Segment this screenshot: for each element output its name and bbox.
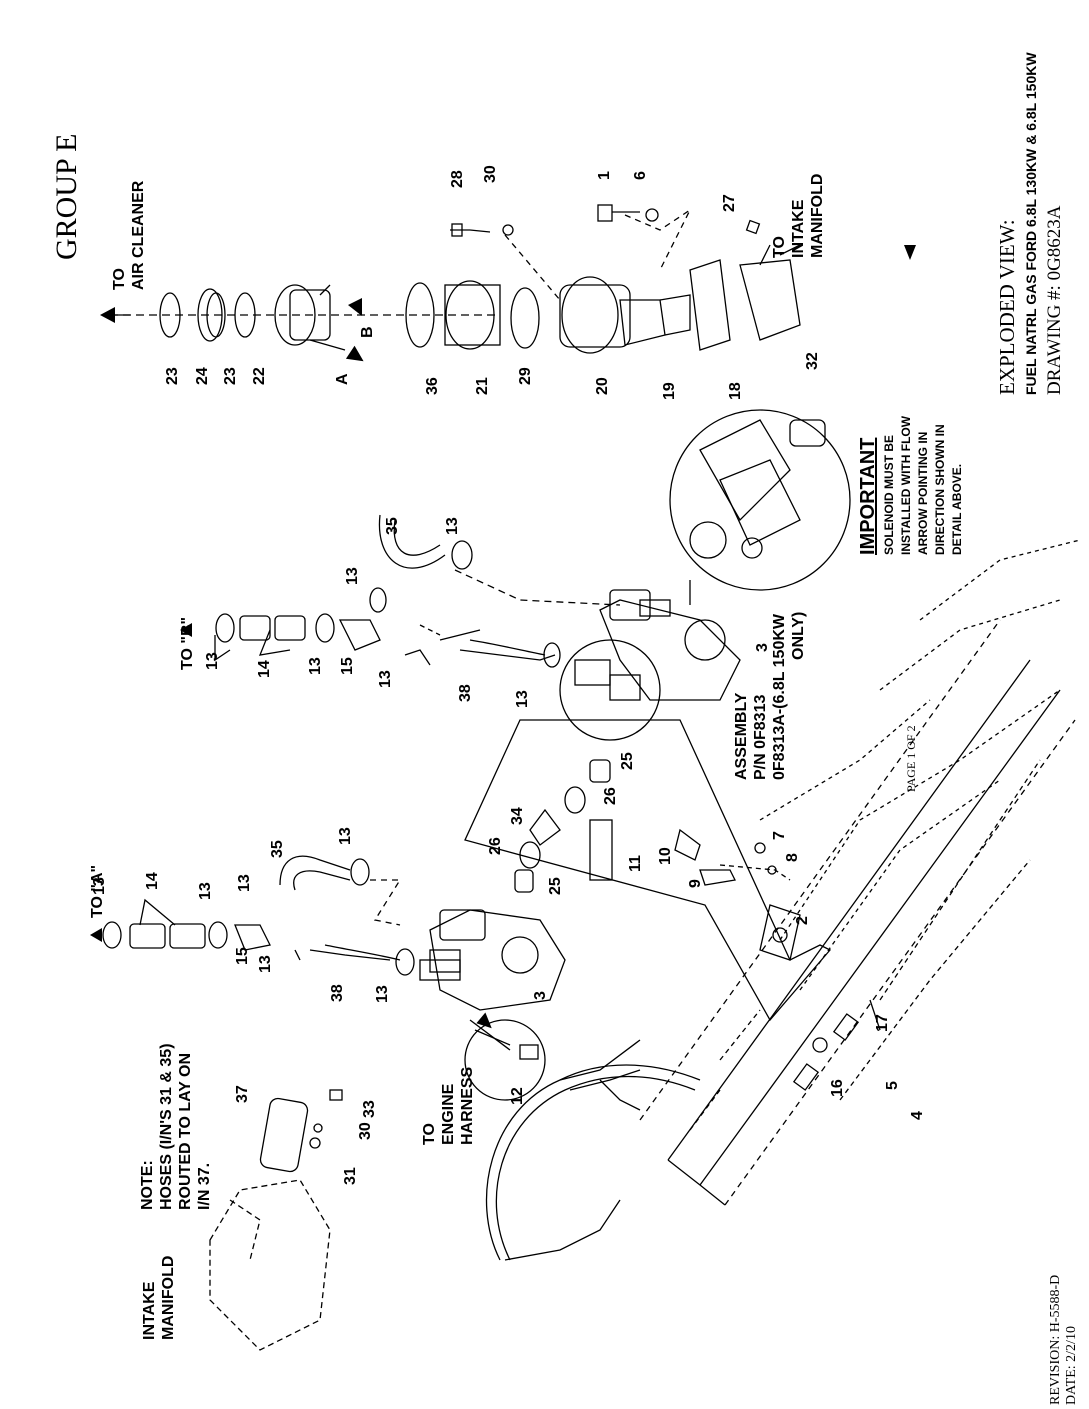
revision-date: DATE: 2/2/10 (1064, 1326, 1079, 1405)
point-b-label: B (359, 326, 376, 338)
part-number-label: 20 (594, 377, 611, 395)
part-number-label: 25 (619, 752, 636, 770)
part-number-label: 25 (547, 877, 564, 895)
part-number-label: 28 (449, 170, 466, 188)
part-number-label: 34 (509, 807, 526, 825)
part-number-label: 31 (342, 1167, 359, 1185)
part-number-label: 24 (194, 367, 211, 385)
part-number-label: 13 (197, 882, 214, 900)
part-number-label: 21 (474, 377, 491, 395)
revision: REVISION: H-5588-D (1048, 1274, 1063, 1405)
view-description: FUEL NATRL GAS FORD 6.8L 130KW & 6.8L 15… (1023, 52, 1039, 395)
part-number-label: 13 (236, 874, 253, 892)
part-number-label: 3 (754, 643, 771, 652)
part-number-label: 8 (784, 853, 801, 862)
intake-manifold-sketch (209, 1179, 331, 1351)
part-number-label: 10 (657, 847, 674, 865)
part-number-label: 2 (794, 916, 811, 925)
part-number-label: 38 (457, 684, 474, 702)
part-number-label: 30 (357, 1122, 374, 1140)
part-number-label: 13 (374, 985, 391, 1003)
revision-block: REVISION: H-5588-D DATE: 2/2/10 (1048, 1275, 1080, 1405)
drawing-number: DRAWING #: 0G8623A (1044, 205, 1065, 395)
part-number-label: 13 (257, 955, 274, 973)
part-number-label: 18 (727, 382, 744, 400)
part-number-label: 13 (204, 652, 221, 670)
engine-harness (469, 1019, 701, 1261)
to-b-callout: TO "B" (179, 616, 196, 670)
part-number-label: 13 (307, 657, 324, 675)
regulator-right (599, 589, 741, 701)
assembly-callout: ASSEMBLY P/N 0F8313 0F8313A-(6.8L 150KW … (733, 611, 807, 780)
part-number-label: 35 (384, 517, 401, 535)
intake-manifold-callout: INTAKE MANIFOLD (141, 1255, 177, 1340)
note-callout: NOTE: HOSES (I/N'S 31 & 35) ROUTED TO LA… (139, 1043, 213, 1210)
part-number-label: 14 (256, 660, 273, 678)
solenoid-detail-circle (669, 409, 851, 591)
part-number-label: 37 (234, 1085, 251, 1103)
part-number-label: 33 (361, 1100, 378, 1118)
part-number-label: 17 (874, 1014, 891, 1032)
part-number-label: 36 (424, 377, 441, 395)
part-number-label: 7 (771, 831, 788, 840)
drawing-info: EXPLODED VIEW: FUEL NATRL GAS FORD 6.8L … (995, 52, 1067, 395)
part-number-label: 26 (487, 837, 504, 855)
part-number-label: 23 (164, 367, 181, 385)
assembly-outline (464, 719, 832, 1022)
mount-bracket (759, 904, 801, 961)
regulator-left (419, 909, 566, 1101)
part-number-label: 9 (687, 879, 704, 888)
part-number-label: 26 (602, 787, 619, 805)
part-number-label: 15 (234, 947, 251, 965)
important-note: IMPORTANT SOLENOID MUST BE INSTALLED WIT… (857, 415, 964, 555)
part-number-label: 35 (269, 840, 286, 858)
to-intake-manifold-callout: TO INTAKE MANIFOLD (771, 173, 826, 258)
part-number-label: 15 (339, 657, 356, 675)
page-number: PAGE 1 OF 2 (904, 725, 918, 792)
important-heading: IMPORTANT (857, 437, 879, 555)
page-title: GROUP E (50, 133, 83, 260)
air-cleaner-stack (159, 259, 801, 354)
part-number-label: 13 (377, 670, 394, 688)
part-number-label: 16 (829, 1079, 846, 1097)
to-air-cleaner-callout: TO AIR CLEANER (111, 180, 147, 290)
part-number-label: 5 (884, 1081, 901, 1090)
part-number-label: 6 (632, 171, 649, 180)
frame-rail (639, 539, 1081, 1206)
point-a-label: A (334, 373, 351, 385)
part-number-label: 3 (532, 991, 549, 1000)
part-number-label: 14 (144, 872, 161, 890)
part-number-label: 23 (222, 367, 239, 385)
part-number-label: 22 (251, 367, 268, 385)
part-number-label: 13 (514, 690, 531, 708)
part-number-label: 13 (444, 517, 461, 535)
part-number-label: 4 (909, 1111, 926, 1120)
part-number-label: 13 (91, 877, 108, 895)
to-engine-harness-callout: TO ENGINE HARNESS (421, 1066, 476, 1145)
part-number-label: 13 (344, 567, 361, 585)
part-number-label: 19 (661, 382, 678, 400)
part-number-label: 30 (482, 165, 499, 183)
part-number-label: 38 (329, 984, 346, 1002)
part-number-label: 29 (517, 367, 534, 385)
part-number-label: 12 (509, 1087, 526, 1105)
part-number-label: 13 (337, 827, 354, 845)
view-heading: EXPLODED VIEW: (995, 219, 1019, 395)
part-number-label: 32 (804, 352, 821, 370)
part-number-label: 27 (721, 194, 738, 212)
part-number-label: 1 (596, 171, 613, 180)
part-number-label: 11 (627, 855, 644, 872)
